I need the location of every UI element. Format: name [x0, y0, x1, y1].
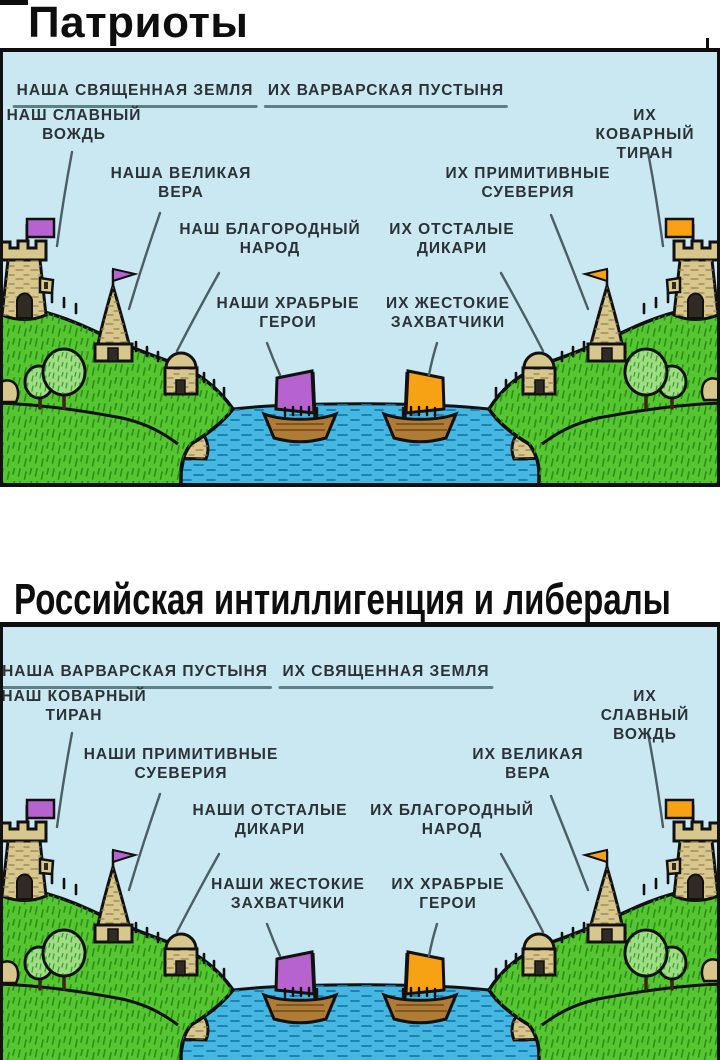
right-watchtower — [521, 351, 557, 396]
purple-pennant — [112, 267, 139, 283]
label-their-leader: ИХ КОВАРНЫЙ ТИРАН — [595, 107, 695, 162]
orange-pennant — [581, 267, 608, 283]
fence-spikes — [50, 291, 670, 399]
scene-illustration — [3, 52, 717, 483]
label-their-warriors: ИХ ЖЕСТОКИЕ ЗАХВАТЧИКИ — [385, 295, 511, 331]
label-underline — [3, 686, 272, 689]
label-our-leader: НАШ КОВАРНЫЙ ТИРАН — [1, 688, 147, 724]
purple-flag — [25, 217, 56, 239]
label-our-warriors: НАШИ ЖЕСТОКИЕ ЗАХВАТЧИКИ — [211, 876, 365, 912]
orange-flag — [664, 217, 695, 239]
their-boat — [381, 369, 459, 444]
panel-title-liberals: Российская интиллигенция и либералы — [14, 575, 671, 624]
label-our-leader: НАШ СЛАВНЫЙ ВОЖДЬ — [6, 107, 142, 143]
top-border-remnant — [0, 0, 28, 5]
label-underline — [263, 105, 509, 108]
right-hill — [486, 302, 717, 483]
label-their-land: ИХ СВЯЩЕННАЯ ЗЕМЛЯ — [278, 643, 494, 708]
panel-patriots: НАША СВЯЩЕННАЯ ЗЕМЛЯ ИХ ВАРВАРСКАЯ ПУСТЫ… — [0, 52, 720, 487]
left-trees — [23, 347, 87, 410]
label-our-faith: НАШИ ПРИМИТИВНЫЕ СУЕВЕРИЯ — [83, 746, 279, 782]
water — [179, 402, 543, 483]
label-their-warriors: ИХ ХРАБРЫЕ ГЕРОИ — [391, 876, 505, 912]
label-their-leader: ИХ СЛАВНЫЙ ВОЖДЬ — [600, 688, 690, 743]
panel-liberals: НАША ВАРВАРСКАЯ ПУСТЫНЯ ИХ СВЯЩЕННАЯ ЗЕМ… — [0, 627, 720, 1060]
label-their-faith: ИХ ВЕЛИКАЯ ВЕРА — [472, 746, 584, 782]
left-watchtower — [163, 351, 199, 396]
right-edge-rock — [700, 377, 717, 402]
panel-title-patriots: Патриоты — [28, 0, 249, 47]
label-their-land: ИХ ВАРВАРСКАЯ ПУСТЫНЯ — [263, 62, 509, 127]
title-underline-rule — [0, 48, 720, 52]
label-underline — [12, 105, 258, 108]
left-edge-rock — [3, 379, 20, 404]
our-boat — [261, 369, 339, 444]
label-their-people: ИХ БЛАГОРОДНЫЙ НАРОД — [370, 802, 534, 838]
right-spire-tower — [581, 267, 627, 363]
label-our-faith: НАША ВЕЛИКАЯ ВЕРА — [110, 165, 252, 201]
label-underline — [278, 686, 494, 689]
left-castle — [3, 217, 56, 321]
label-our-land: НАША СВЯЩЕННАЯ ЗЕМЛЯ — [12, 62, 258, 127]
label-our-warriors: НАШИ ХРАБРЫЕ ГЕРОИ — [216, 295, 360, 331]
right-border-remnant — [706, 38, 709, 49]
label-their-faith: ИХ ПРИМИТИВНЫЕ СУЕВЕРИЯ — [445, 165, 611, 201]
left-spire-tower — [93, 267, 139, 363]
title-underline-rule — [0, 622, 720, 627]
right-trees — [623, 347, 688, 410]
purple-sail — [274, 369, 316, 415]
right-castle — [664, 217, 717, 321]
label-our-people: НАШ БЛАГОРОДНЫЙ НАРОД — [179, 221, 361, 257]
leader-lines — [55, 150, 665, 377]
orange-sail — [404, 369, 446, 415]
label-our-land: НАША ВАРВАРСКАЯ ПУСТЫНЯ — [3, 643, 272, 708]
label-their-people: ИХ ОТСТАЛЫЕ ДИКАРИ — [389, 221, 515, 257]
label-our-people: НАШИ ОТСТАЛЫЕ ДИКАРИ — [192, 802, 348, 838]
